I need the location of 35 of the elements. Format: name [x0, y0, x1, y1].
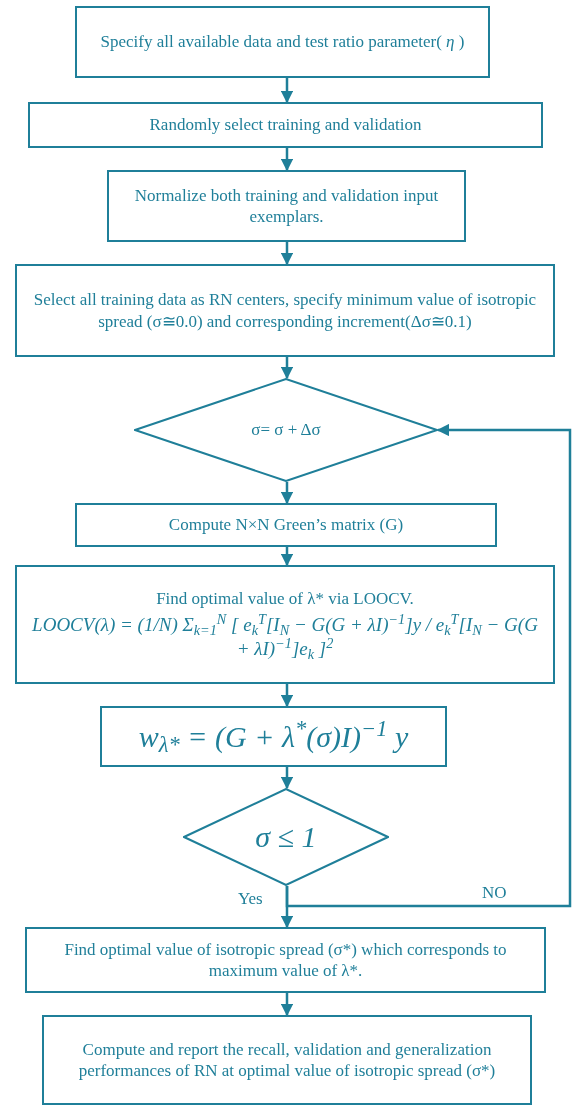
arrow	[280, 148, 294, 172]
process-box	[15, 565, 555, 684]
arrow	[280, 547, 294, 567]
arrow	[280, 357, 294, 380]
step-text: Compute N×N Green’s matrix (G)	[168, 514, 404, 536]
decision-diamond	[183, 788, 389, 886]
arrow	[280, 684, 294, 708]
step-text: Randomly select training and validation	[149, 114, 422, 136]
formula: σ ≤ 1	[255, 819, 317, 856]
arrow	[280, 767, 294, 790]
arrow	[280, 78, 294, 104]
step-text: Specify all available data and test ratio parameter( η )	[100, 31, 465, 53]
step-text: Select all training data as RN centers, specify minimum value of isotropic spread (σ≅0.0) and corresponding increment(Δσ≅0.1)	[32, 289, 538, 332]
process-box	[42, 1015, 532, 1105]
step-text: Normalize both training and validation input exemplars.	[133, 184, 440, 228]
edge-label: Yes	[236, 890, 265, 907]
decision-diamond	[134, 378, 438, 482]
step-text: Find optimal value of isotropic spread (σ*) which corresponds to maximum value of λ*.	[63, 938, 508, 982]
process-box	[15, 264, 555, 357]
step-text: Compute and report the recall, validation and generalization performances of RN at optimal value of isotropic spread (σ*)	[77, 1038, 497, 1082]
process-box	[100, 706, 447, 767]
step-text: Find optimal value of λ* via LOOCV.	[156, 588, 414, 610]
process-box	[107, 170, 466, 242]
process-box	[25, 927, 546, 993]
edge-label: NO	[480, 884, 509, 901]
step-text: σ= σ + Δσ	[251, 419, 321, 441]
arrow	[285, 423, 572, 908]
process-box	[28, 102, 543, 148]
arrow	[280, 242, 294, 266]
arrow	[280, 993, 294, 1017]
arrow	[280, 482, 294, 505]
process-box	[75, 6, 490, 78]
formula: LOOCV(λ) = (1/N) Σ$_{k=1}$$^{N}$ [ e$_{k}$$^{T}$[I$_{N}$ − G(G + λI)$^{−1}$]y / e$_{k}$$^{T}$[I$_{N}$ − G(G + λI)$^{−1}$]e$_{k}$ ]$^{2}$	[31, 613, 539, 661]
formula: w$_{λ*}$ = (G + λ$^{*}$(σ)I)$^{−1}$ y	[138, 717, 409, 756]
process-box	[75, 503, 497, 547]
